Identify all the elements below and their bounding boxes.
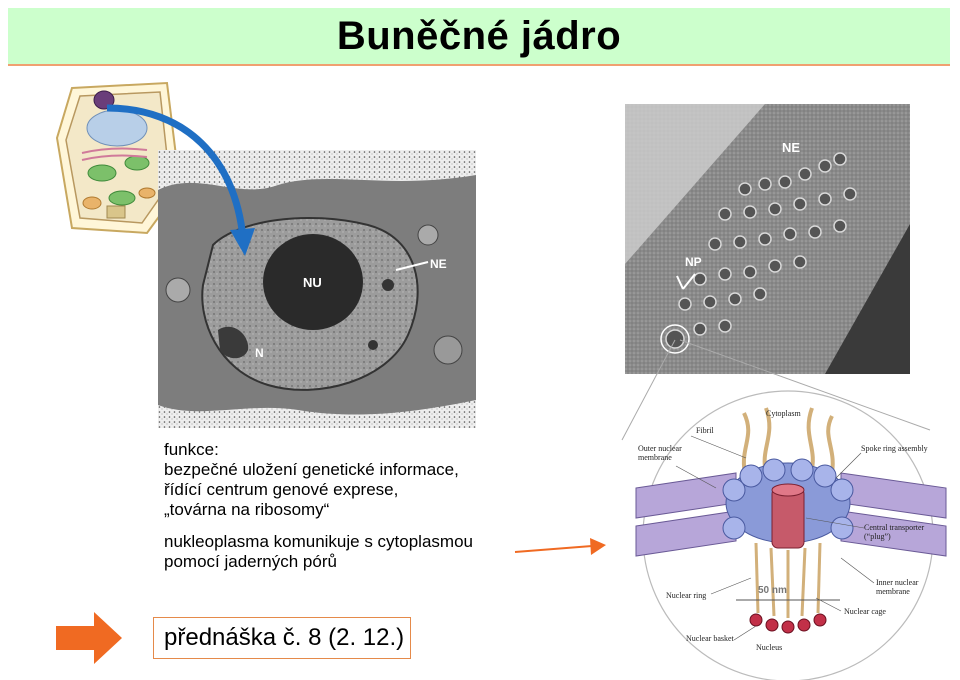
text-line: pomocí jaderných pórů (164, 552, 337, 571)
function-text: funkce: bezpečné uložení genetické infor… (164, 440, 564, 572)
label-inner-membrane: Inner nuclear membrane (876, 578, 919, 596)
label-nucleus: Nucleus (756, 643, 782, 652)
label-n: N (255, 346, 264, 360)
text-line: bezpečné uložení genetické informace, (164, 460, 459, 479)
scale-label: 50 nm (758, 585, 787, 596)
text-line: řídící centrum genové exprese, (164, 480, 399, 499)
orange-pointer-arrow (514, 538, 606, 555)
label-nuclear-basket: Nuclear basket (686, 634, 734, 643)
label-ne: NE (430, 257, 447, 271)
label-outer-membrane: Outer nuclear membrane (638, 444, 682, 462)
label-np: NP (685, 255, 702, 269)
text-line: nukleoplasma komunikuje s cytoplasmou (164, 532, 473, 551)
text-line: „továrna na ribosomy“ (164, 500, 330, 519)
label-fibril: Fibril (696, 426, 715, 435)
label-spoke-ring: Spoke ring assembly (861, 444, 928, 453)
text-line: funkce: (164, 440, 219, 459)
label-nuclear-cage: Nuclear cage (844, 607, 886, 616)
label-central-transporter: Central transporter (“plug”) (864, 523, 925, 541)
lecture-text: přednáška č. 8 (2. 12.) (164, 624, 405, 651)
plant-cell-illustration (55, 81, 182, 235)
slide-title: Buněčné jádro (336, 13, 622, 58)
blue-curved-arrow (106, 104, 255, 256)
connector-lines (621, 339, 931, 441)
label-nu: NU (303, 275, 322, 290)
label-cytoplasm: Cytoplasm (766, 409, 801, 418)
nuclear-pore-micrograph: NE NP (625, 104, 910, 374)
label-ne: NE (782, 140, 800, 155)
label-nuclear-ring: Nuclear ring (666, 591, 706, 600)
title-bar: Buněčné jádro (8, 8, 950, 66)
nuclear-pore-complex-diagram: 50 nm Cytoplasm Fibril Outer nuclear mem… (635, 390, 947, 680)
orange-right-arrow-icon (56, 612, 122, 664)
lecture-label: přednáška č. 8 (2. 12.) (153, 617, 411, 659)
